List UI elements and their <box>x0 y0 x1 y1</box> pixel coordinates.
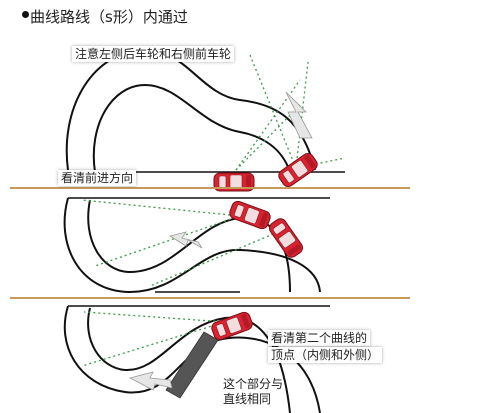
road-edge-inner <box>92 83 291 173</box>
direction-arrow <box>128 371 173 391</box>
look-ahead-label: 看清前进方向 <box>58 170 137 186</box>
red-car <box>209 310 255 342</box>
sight-lines <box>81 311 226 367</box>
straight-section <box>165 331 219 399</box>
apex-label-line2: 顶点（内侧和外侧） <box>268 347 383 363</box>
panel-2 <box>63 197 330 294</box>
straight-label-line2: 直线相同 <box>223 392 272 406</box>
direction-arrow <box>285 91 313 139</box>
road-edge-outer <box>63 197 321 294</box>
bullet-dot-icon <box>22 11 29 18</box>
road-edge-outer <box>65 48 316 171</box>
sight-lines <box>81 199 279 287</box>
straight-label-line1: 这个部分与 <box>223 377 284 391</box>
page-title: 曲线路线（s形）内通过 <box>30 8 188 26</box>
tip-label: 注意左侧后车轮和右侧前车轮 <box>72 46 235 62</box>
red-car <box>227 199 273 231</box>
direction-arrow <box>168 231 203 249</box>
apex-label-line1: 看清第二个曲线的 <box>268 330 371 346</box>
